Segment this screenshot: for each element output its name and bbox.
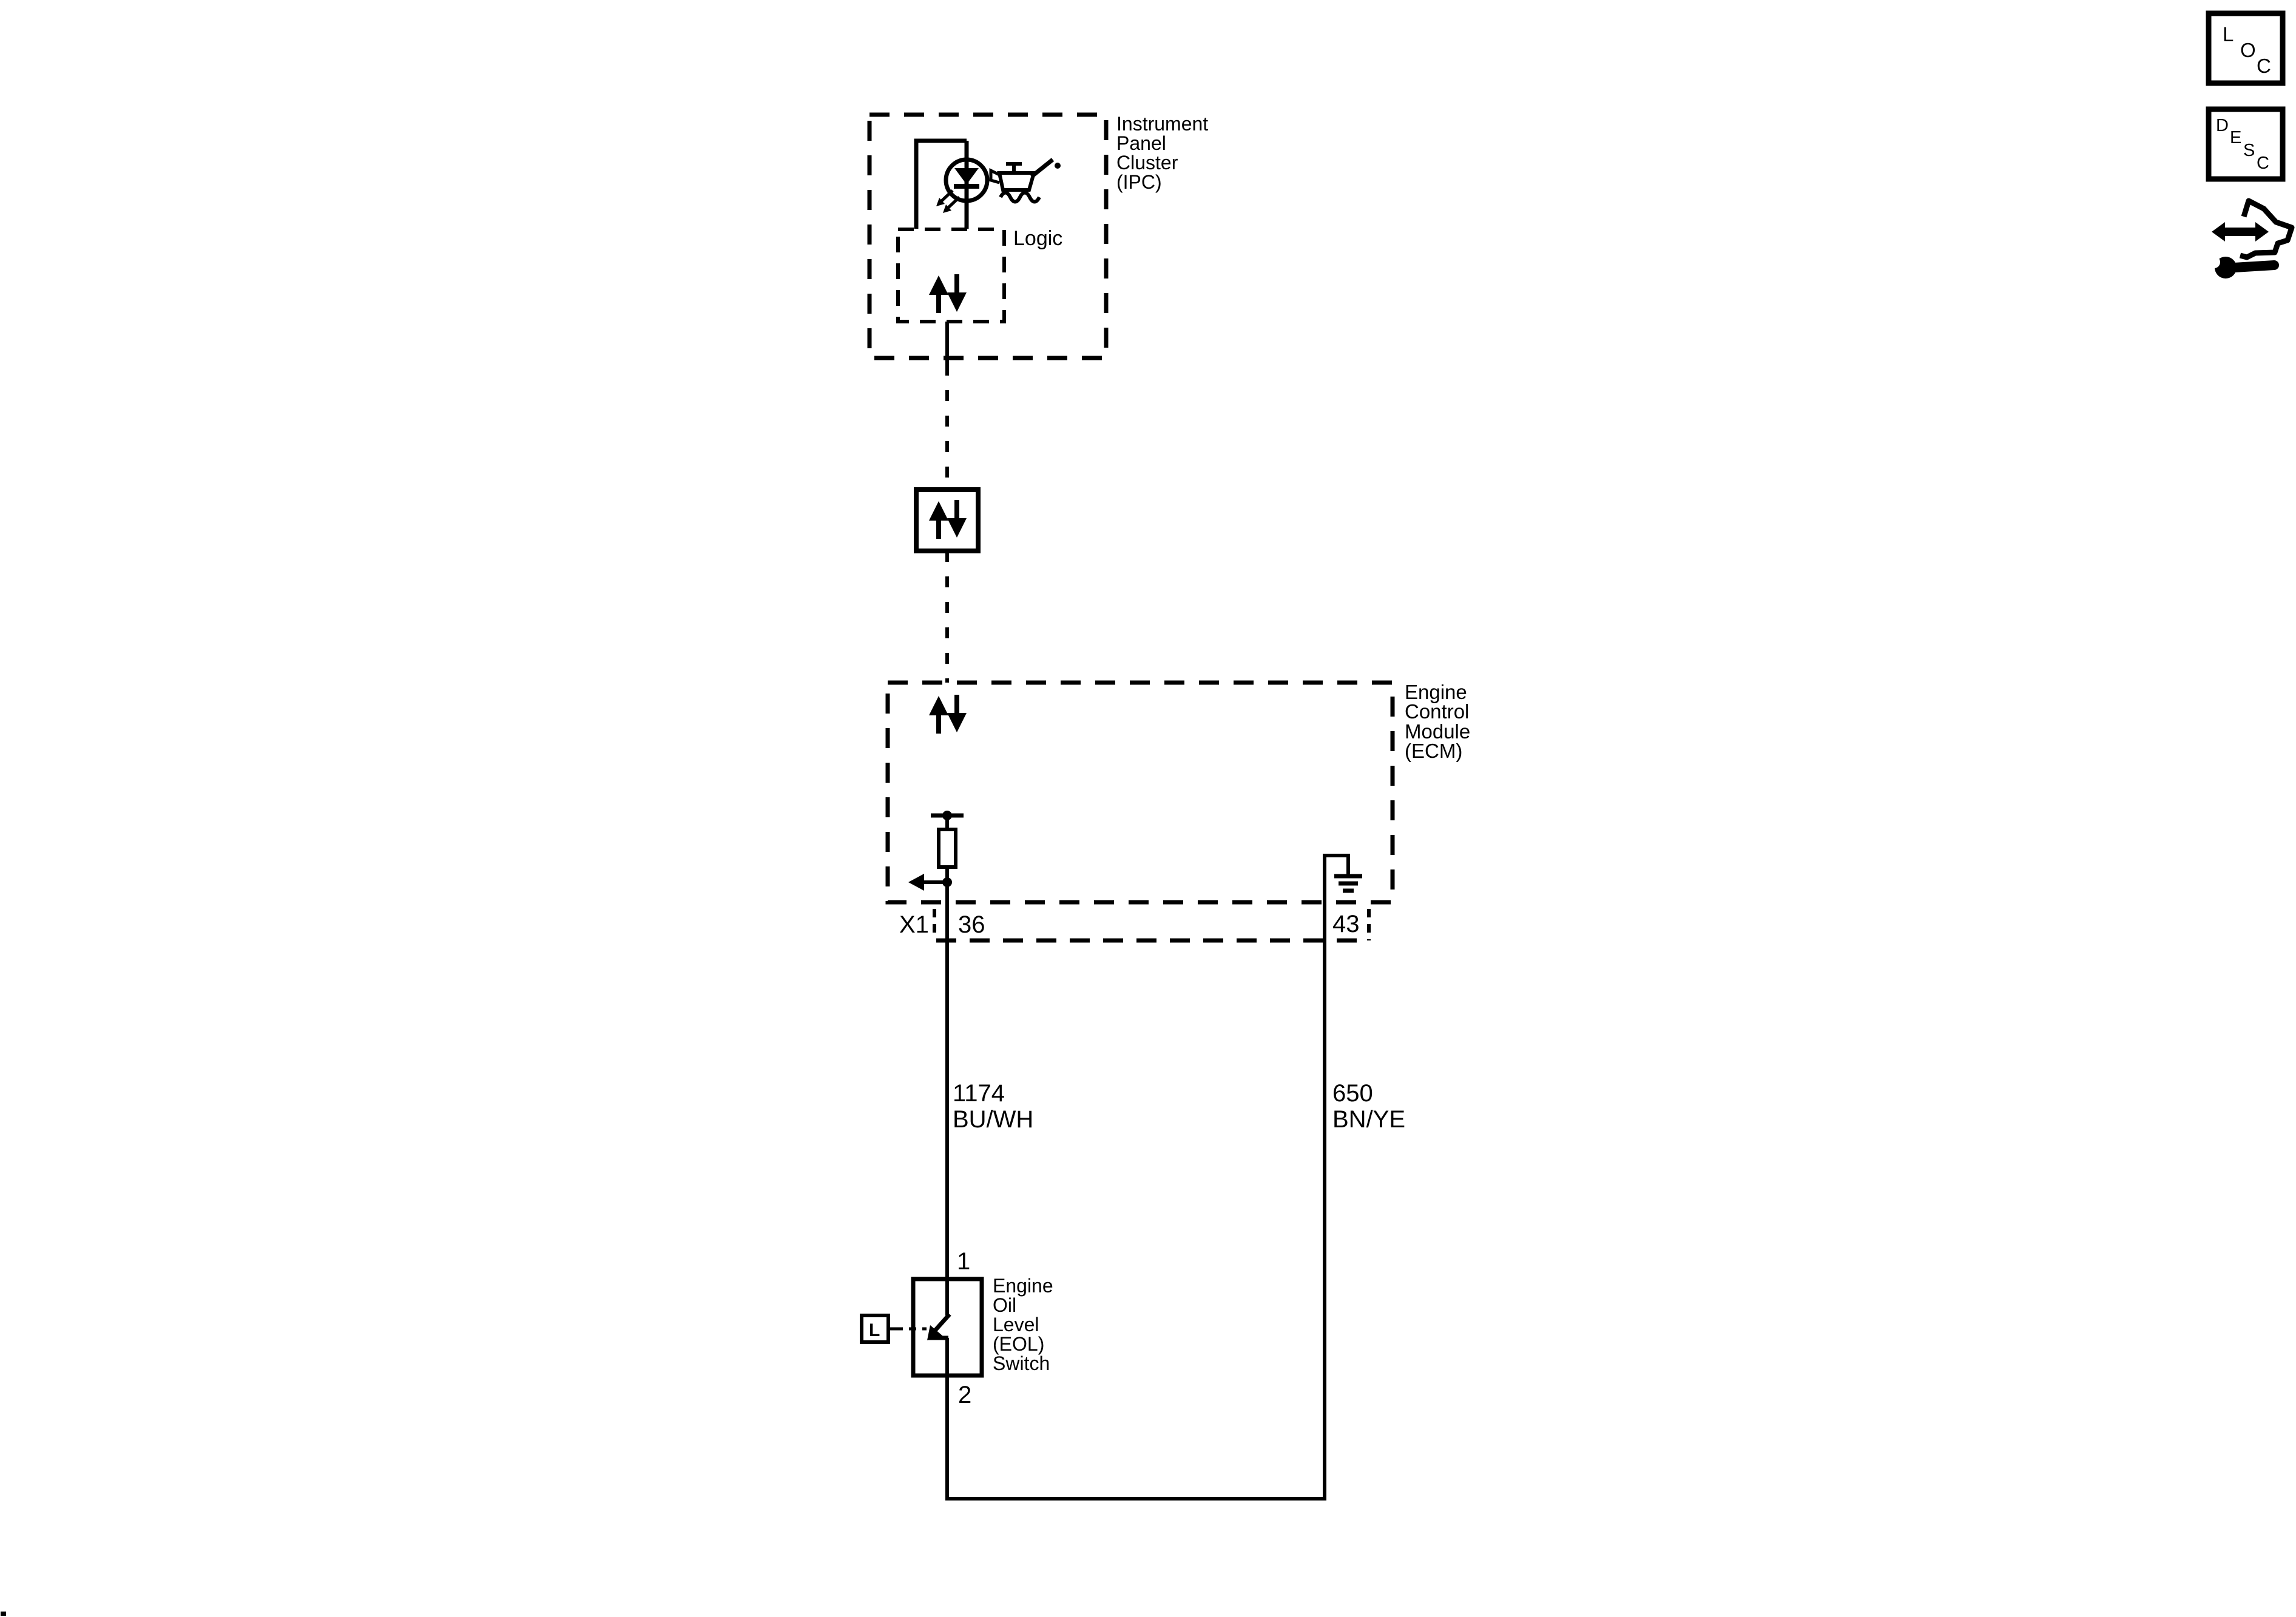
pin-36-label: 36 xyxy=(958,911,985,938)
ecm-label-line4: (ECM) xyxy=(1405,740,1462,762)
pullup-resistor xyxy=(937,828,957,869)
signal-sense-arrow-icon xyxy=(908,874,924,891)
desc-letter-e: E xyxy=(2230,128,2241,147)
ecm-ground xyxy=(1323,854,1362,902)
wrench-icon xyxy=(2208,256,2279,279)
desc-icon: D E S C xyxy=(2206,106,2286,182)
light-rays-icon xyxy=(936,189,961,213)
ground-icon xyxy=(1334,874,1362,893)
logic-label: Logic xyxy=(1013,227,1062,250)
eol-pin-1-label: 1 xyxy=(957,1248,970,1275)
ipc-label-line3: Cluster xyxy=(1116,152,1178,174)
page-mark-dot xyxy=(1,1612,6,1616)
ipc-label-line4: (IPC) xyxy=(1116,171,1162,193)
ground-wire-label: 650 BN/YE xyxy=(1332,1080,1405,1133)
eol-label-line4: (EOL) xyxy=(993,1333,1044,1355)
serial-data-box xyxy=(914,487,981,553)
engine-oil-level-icon xyxy=(989,158,1061,204)
loc-icon: L O C xyxy=(2206,10,2286,86)
ipc-label: Instrument Panel Cluster (IPC) xyxy=(1116,113,1208,193)
ecm-connector-x1: X1 36 43 xyxy=(899,909,1371,943)
serial-data-arrows-icon xyxy=(929,274,967,313)
eol-switch-label: Engine Oil Level (EOL) Switch xyxy=(993,1275,1053,1374)
ecm-label: Engine Control Module (ECM) xyxy=(1405,681,1470,762)
serial-data-arrows-icon xyxy=(929,695,967,734)
ecm-internal-circuit xyxy=(908,811,964,902)
loc-letter-c: C xyxy=(2257,55,2271,77)
ecm-label-line1: Engine xyxy=(1405,681,1467,703)
ground-circuit-number: 650 xyxy=(1332,1080,1373,1107)
loc-letter-l: L xyxy=(2223,23,2234,46)
ipc-label-line1: Instrument xyxy=(1116,113,1208,135)
ipc-logic-box: Logic xyxy=(896,227,1062,323)
eol-label-line1: Engine xyxy=(993,1275,1053,1297)
ecm-label-line3: Module xyxy=(1405,720,1470,743)
level-sensor: L xyxy=(860,1314,927,1344)
loc-letter-o: O xyxy=(2240,39,2256,61)
signal-wire-color: BU/WH xyxy=(953,1106,1033,1133)
ground-wire xyxy=(945,856,1326,1501)
double-arrow-icon xyxy=(2212,222,2269,241)
level-sensor-letter: L xyxy=(869,1320,880,1340)
indicator-lamp-circuit xyxy=(914,138,990,229)
ecm-module-box xyxy=(885,680,1395,905)
ipc-module-box xyxy=(867,112,1109,360)
connector-outline xyxy=(2239,198,2295,260)
signal-wire-label: 1174 BU/WH xyxy=(953,1080,1033,1133)
connector-x1-label: X1 xyxy=(899,911,929,938)
eol-label-line3: Level xyxy=(993,1314,1039,1335)
eol-switch: 1 2 L Engine Oil Level (EOL) Switch xyxy=(860,1248,1053,1408)
ipc-label-line2: Panel xyxy=(1116,132,1166,154)
eol-label-line2: Oil xyxy=(993,1294,1016,1316)
desc-letter-s: S xyxy=(2243,141,2255,160)
desc-letter-c: C xyxy=(2257,154,2269,173)
signal-circuit-number: 1174 xyxy=(953,1080,1005,1107)
eol-pin-2-label: 2 xyxy=(958,1382,971,1408)
harness-wires xyxy=(945,856,1326,1501)
desc-letter-d: D xyxy=(2216,116,2229,135)
connector-repair-icon xyxy=(2208,198,2295,279)
ground-wire-color: BN/YE xyxy=(1332,1106,1405,1133)
ecm-label-line2: Control xyxy=(1405,700,1469,723)
eol-label-line5: Switch xyxy=(993,1352,1050,1374)
pin-43-label: 43 xyxy=(1332,911,1360,937)
